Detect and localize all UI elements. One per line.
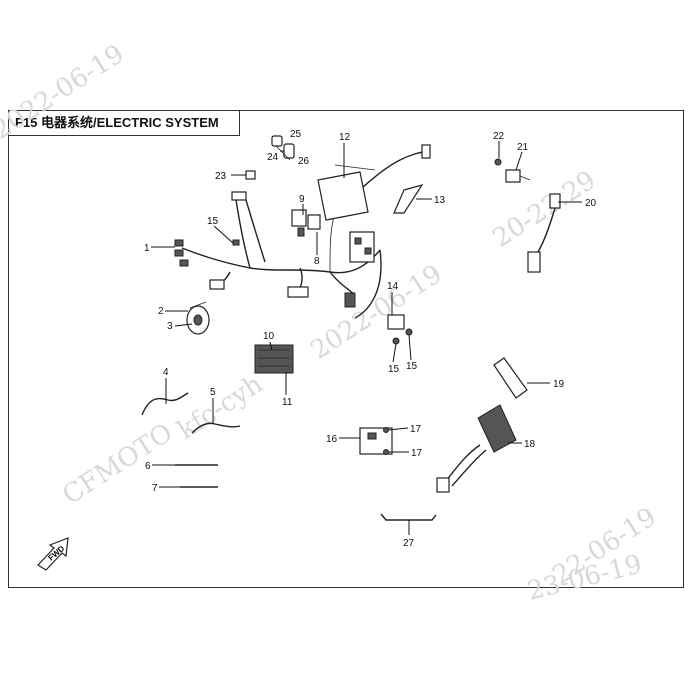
callout-14: 14 [387, 281, 399, 292]
callout-17b: 17 [411, 448, 423, 459]
drawing-frame [8, 110, 684, 588]
callout-6: 6 [145, 461, 151, 472]
watermark-text: 2022-06-19 [0, 39, 130, 146]
callout-4: 4 [163, 367, 169, 378]
part-10-11-regulator [254, 344, 294, 374]
callout-12: 12 [339, 132, 351, 143]
part-6-7-rods [175, 464, 218, 488]
callout-18: 18 [524, 439, 536, 450]
part-13-strap [393, 184, 424, 214]
part-14-sensor [387, 314, 413, 345]
leader-lines [151, 141, 582, 535]
callout-1: 1 [144, 243, 150, 254]
callout-24: 24 [267, 152, 279, 163]
part-27-ground-wire [380, 513, 437, 521]
callout-22: 22 [493, 131, 505, 142]
part-24-25-26-fuse [271, 135, 295, 161]
watermark-text: 20-22.29 [487, 165, 601, 254]
part-20-o2-sensor [527, 193, 561, 273]
part-23-connector [245, 170, 256, 180]
part-18-cdi [436, 404, 517, 493]
callout-20: 20 [585, 198, 597, 209]
callout-5: 5 [210, 387, 216, 398]
callout-25: 25 [290, 129, 302, 140]
part-21-22-speed-sensor [494, 158, 531, 183]
watermark-text: CFMOTO [57, 418, 178, 511]
callout-9: 9 [299, 194, 305, 205]
callout-19: 19 [553, 379, 565, 390]
callout-10: 10 [263, 331, 275, 342]
callout-23: 23 [215, 171, 227, 182]
part-4-5-cables [141, 392, 241, 434]
callout-17a: 17 [410, 424, 422, 435]
callout-27: 27 [403, 538, 415, 549]
callout-15c: 15 [406, 361, 418, 372]
forward-arrow-icon: FWD [37, 537, 69, 571]
callout-13: 13 [434, 195, 446, 206]
part-2-3-horn [186, 301, 210, 335]
callout-26: 26 [298, 156, 310, 167]
part-9-relays [291, 209, 321, 237]
callout-21: 21 [517, 142, 529, 153]
callout-8: 8 [314, 256, 320, 267]
part-19-tag [493, 357, 528, 399]
callout-2: 2 [158, 306, 164, 317]
callout-15b: 15 [388, 364, 400, 375]
callout-11: 11 [282, 397, 293, 408]
watermark-text: kfc-cyh [172, 369, 268, 446]
callout-7: 7 [152, 483, 158, 494]
callout-16: 16 [326, 434, 338, 445]
part-12-ecu-bracket [317, 164, 376, 221]
callout-numbers: 1 2 3 4 5 6 7 8 9 10 11 12 13 14 15 15 1… [144, 129, 597, 549]
page-title: F15 电器系统/ELECTRIC SYSTEM [8, 110, 240, 136]
callout-3: 3 [167, 321, 173, 332]
watermark-text: 2022-06-19 [305, 259, 447, 366]
watermark-layer: CFMOTO kfc-cyh 2022-06-19 20-22.29 2022-… [0, 39, 662, 607]
part-16-17-module [359, 427, 393, 455]
callout-15a: 15 [207, 216, 219, 227]
